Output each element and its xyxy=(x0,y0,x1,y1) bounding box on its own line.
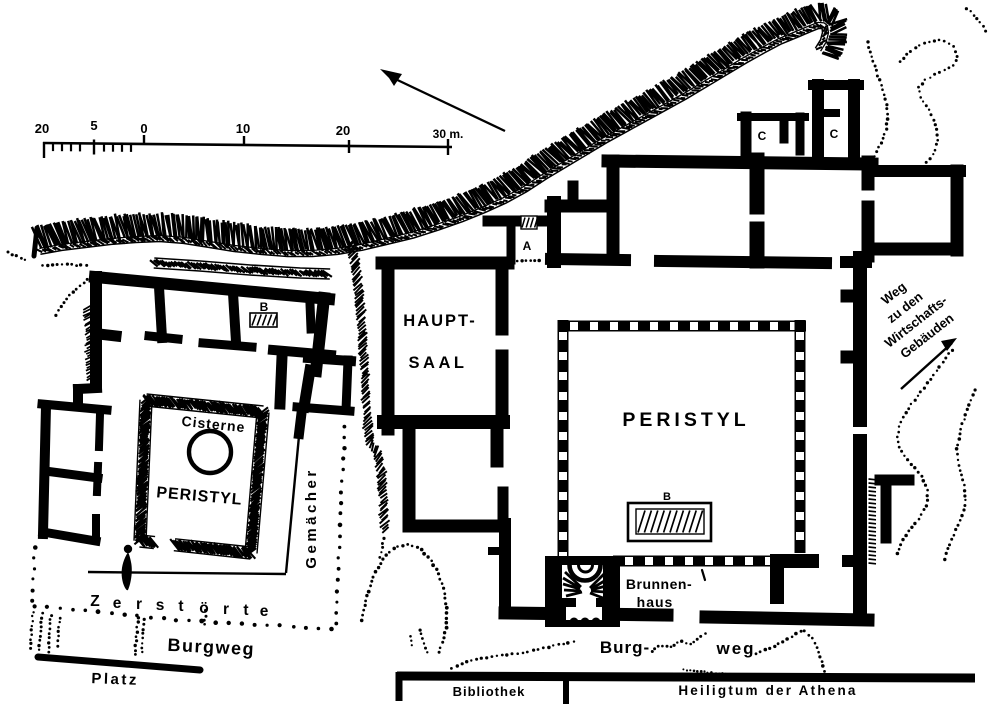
svg-text:Z: Z xyxy=(90,593,100,610)
svg-text:Heiligtum der Athena: Heiligtum der Athena xyxy=(678,683,857,698)
svg-text:5: 5 xyxy=(90,118,97,133)
svg-text:Brunnen-: Brunnen- xyxy=(626,576,692,592)
svg-text:PERISTYL: PERISTYL xyxy=(622,409,749,431)
svg-text:s: s xyxy=(156,597,165,614)
svg-text:e: e xyxy=(113,595,122,612)
svg-text:Cisterne: Cisterne xyxy=(181,413,246,436)
svg-text:t: t xyxy=(243,602,248,619)
svg-text:ö: ö xyxy=(199,600,208,617)
svg-text:Bibliothek: Bibliothek xyxy=(453,684,526,699)
svg-text:r: r xyxy=(223,601,229,618)
svg-text:t: t xyxy=(178,598,183,615)
svg-text:20: 20 xyxy=(336,123,350,138)
svg-text:Platz: Platz xyxy=(91,670,139,689)
svg-text:A: A xyxy=(523,239,532,253)
svg-text:C: C xyxy=(830,127,839,141)
svg-text:C: C xyxy=(758,129,767,143)
svg-text:weg: weg xyxy=(715,639,755,658)
svg-text:e: e xyxy=(260,603,269,620)
svg-text:10: 10 xyxy=(236,121,250,136)
svg-text:B: B xyxy=(260,300,269,314)
svg-text:30 m.: 30 m. xyxy=(433,127,464,141)
svg-text:Gemächer: Gemächer xyxy=(303,467,320,568)
svg-text:SAAL: SAAL xyxy=(409,354,468,372)
svg-text:Burgweg: Burgweg xyxy=(167,635,255,660)
svg-text:B: B xyxy=(663,491,671,503)
svg-text:HAUPT-: HAUPT- xyxy=(403,312,476,330)
svg-text:0: 0 xyxy=(140,121,147,136)
svg-text:Burg-: Burg- xyxy=(600,638,650,657)
svg-text:r: r xyxy=(136,596,142,613)
svg-text:haus: haus xyxy=(637,594,674,610)
svg-text:20: 20 xyxy=(35,121,49,136)
